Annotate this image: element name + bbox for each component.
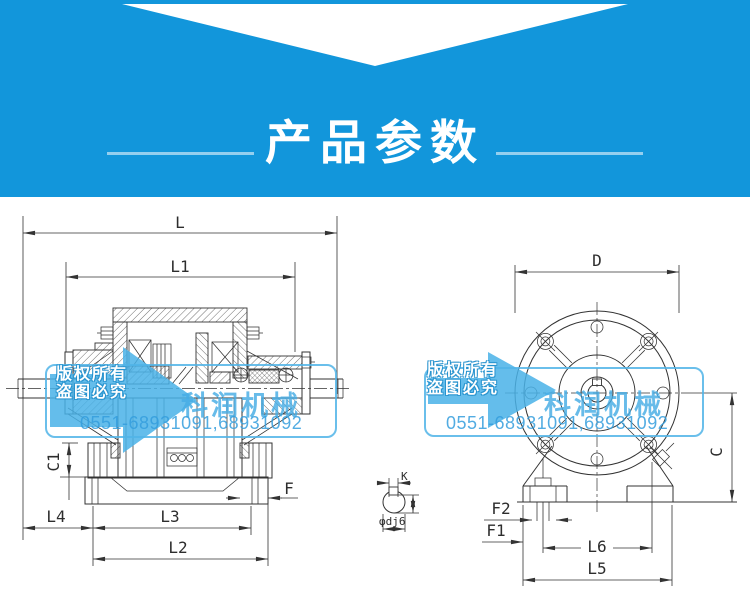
watermark-copyright-line1: 版权所有 — [56, 366, 129, 383]
watermark-copyright-right: 版权所有 盗图必究 — [427, 362, 499, 398]
watermark-arrows — [50, 347, 556, 453]
watermark-phone-left: 0551-68931091,68931092 — [80, 413, 303, 433]
dim-label-L5: L5 — [587, 559, 606, 578]
watermark-copyright-left: 版权所有 盗图必究 — [56, 366, 128, 402]
dim-label-L1: L1 — [170, 257, 189, 276]
dim-label-K: K — [401, 470, 408, 483]
shaft-key-detail-drawing: K φdj6 — [376, 470, 419, 532]
banner-notch-triangle — [122, 4, 628, 66]
section-banner: 产品参数 — [0, 0, 750, 197]
dim-label-F2: F2 — [491, 499, 510, 518]
dim-label-L3: L3 — [160, 507, 179, 526]
dim-label-L: L — [175, 213, 185, 232]
watermark-brand-right: 科润机械 — [544, 390, 664, 420]
dim-label-F: F — [284, 479, 294, 498]
watermark-box-right — [424, 367, 704, 437]
page-title: 产品参数 — [265, 116, 485, 169]
dim-label-C1: C1 — [44, 452, 63, 471]
title-decor-line-right — [496, 152, 643, 155]
watermark-brand-left: 科润机械 — [181, 391, 301, 421]
watermark-box-left — [45, 364, 337, 438]
title-decor-line-left — [107, 152, 254, 155]
dim-label-L2: L2 — [168, 538, 187, 557]
dim-label-L4: L4 — [46, 507, 65, 526]
watermark-copyright-line2: 盗图必究 — [56, 384, 129, 401]
dim-label-F1: F1 — [486, 521, 505, 540]
dim-label-shaft-diameter: φdj6 — [379, 515, 406, 528]
dim-label-L6: L6 — [587, 537, 606, 556]
watermark-copyright-line2: 盗图必究 — [427, 380, 500, 397]
watermark-arrow-right — [428, 352, 556, 428]
flange-bolts — [535, 331, 659, 455]
dim-label-D: D — [592, 251, 602, 270]
watermark-copyright-line1: 版权所有 — [427, 362, 500, 379]
watermark-phone-right: 0551-68931091,68931092 — [446, 413, 669, 433]
dim-label-C: C — [707, 447, 726, 457]
watermark-arrow-left — [50, 347, 197, 453]
